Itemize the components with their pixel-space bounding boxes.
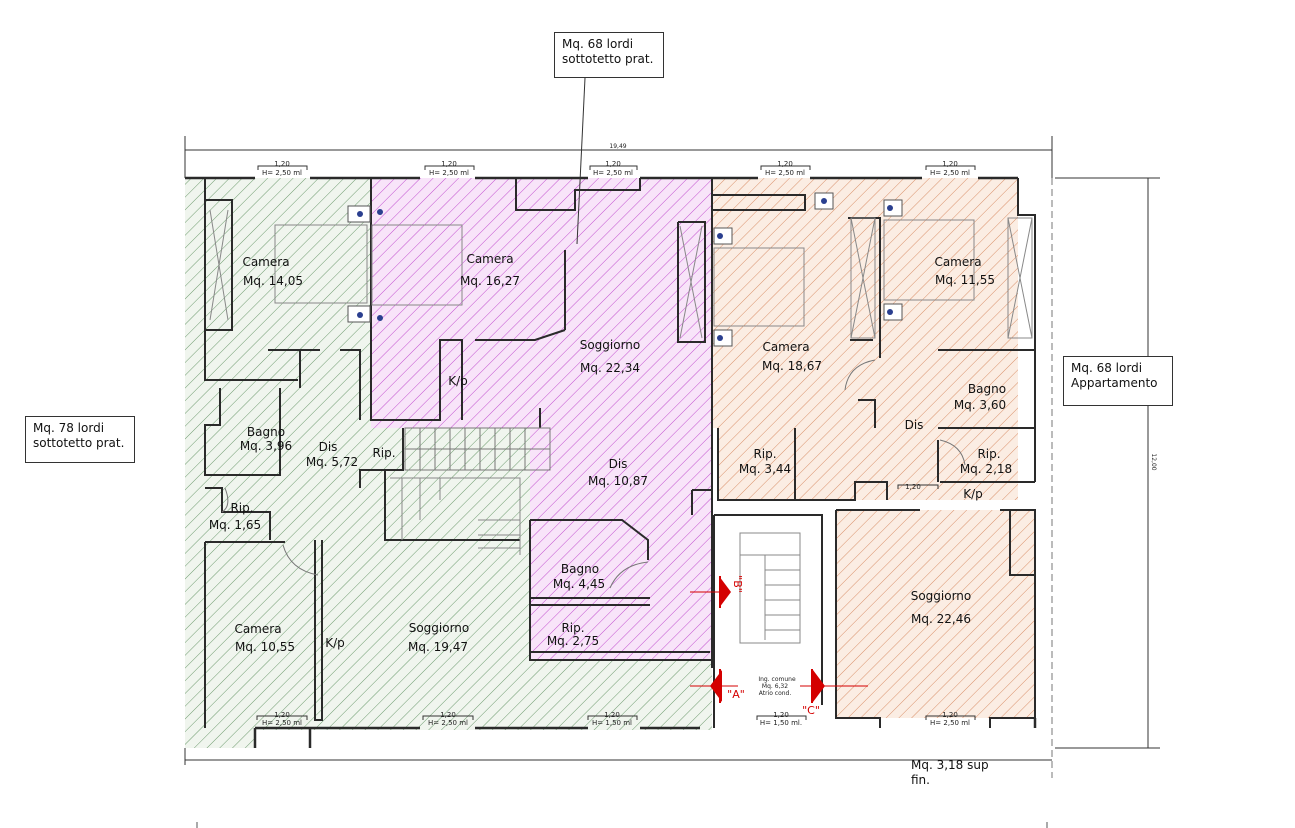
callout-top-line-2: sottotetto prat.	[562, 52, 654, 66]
dimension-overall-height: 12,00	[1055, 177, 1160, 749]
entrance-line-3: Atrio cond.	[759, 690, 792, 697]
room-area-4: Mq. 18,67	[762, 359, 822, 373]
leader-line	[576, 77, 586, 245]
note-bottom: Mq. 3,18 sup fin.	[911, 758, 989, 788]
room-name-15: Bagno	[561, 562, 599, 576]
common-entrance: Ing. comune Mq. 6,32 Atrio cond.	[758, 676, 796, 697]
furniture	[209, 209, 1033, 339]
room-name-1: Camera	[242, 255, 289, 269]
room-name-10: Bagno	[968, 382, 1006, 396]
room-name-16: Rip.	[561, 621, 584, 635]
room-area-13: Mq. 2,18	[960, 462, 1012, 476]
room-name-8: Rip.	[372, 446, 395, 460]
door-dimension: 1,20	[905, 483, 921, 491]
room-name-12: Rip.	[753, 447, 776, 461]
window-height-9: H= 1,50 ml.	[760, 719, 802, 727]
room-area-19: Mq. 22,46	[911, 612, 971, 626]
stairs-common	[739, 532, 801, 644]
zone-green	[185, 178, 712, 748]
callout-right-line-2: Appartamento	[1071, 376, 1158, 390]
section-a-label: "A"	[727, 688, 745, 701]
window-marks	[256, 165, 976, 720]
room-area-3: Mq. 22,34	[580, 361, 640, 375]
room-area-7: Mq. 5,72	[306, 455, 358, 469]
entrance-line-2: Mq. 6,32	[762, 683, 788, 690]
section-c-label: "C"	[802, 704, 820, 717]
kp-label-2: K/p	[963, 487, 983, 501]
kp-label-3: K/p	[325, 636, 345, 650]
room-name-17: Camera	[234, 622, 281, 636]
window-width-5: 1,20	[942, 160, 958, 168]
room-name-18: Soggiorno	[409, 621, 470, 635]
room-area-14: Mq. 1,65	[209, 518, 261, 532]
walls	[204, 178, 1036, 728]
callout-right: Mq. 68 lordi Appartamento	[1063, 356, 1173, 406]
room-name-2: Camera	[466, 252, 513, 266]
room-area-12: Mq. 3,44	[739, 462, 791, 476]
window-width-1: 1,20	[274, 160, 290, 168]
section-marks: "A" "B" "C"	[690, 575, 868, 717]
callout-left-line-1: Mq. 78 lordi	[33, 421, 105, 435]
window-width-2: 1,20	[441, 160, 457, 168]
room-area-6: Mq. 3,96	[240, 439, 292, 453]
room-name-9: Dis	[609, 457, 628, 471]
note-bottom-line-2: fin.	[911, 773, 930, 787]
perimeter	[185, 176, 1037, 748]
window-height-4: H= 2,50 ml	[765, 169, 805, 177]
room-name-11: Dis	[905, 418, 924, 432]
room-name-5: Camera	[934, 255, 981, 269]
room-name-3: Soggiorno	[580, 338, 641, 352]
room-labels: Camera Mq. 14,05 Camera Mq. 16,27 Soggio…	[209, 252, 1012, 654]
callout-left-line-2: sottotetto prat.	[33, 436, 125, 450]
callout-top: Mq. 68 lordi sottotetto prat.	[554, 32, 664, 78]
room-area-10: Mq. 3,60	[954, 398, 1006, 412]
window-width-8: 1,20	[604, 711, 620, 719]
window-height-6: H= 2,50 ml	[262, 719, 302, 727]
room-name-4: Camera	[762, 340, 809, 354]
callout-left: Mq. 78 lordi sottotetto prat.	[25, 416, 135, 463]
room-area-17: Mq. 10,55	[235, 640, 295, 654]
room-area-16: Mq. 2,75	[547, 634, 599, 648]
window-width-3: 1,20	[605, 160, 621, 168]
note-bottom-line-1: Mq. 3,18 sup	[911, 758, 989, 772]
room-area-1: Mq. 14,05	[243, 274, 303, 288]
overall-height-label: 12,00	[1150, 453, 1157, 470]
stairs-upper	[404, 427, 551, 471]
window-height-1: H= 2,50 ml	[262, 169, 302, 177]
room-area-18: Mq. 19,47	[408, 640, 468, 654]
section-b-label: "B"	[731, 575, 744, 593]
window-height-3: H= 2,50 ml	[593, 169, 633, 177]
room-name-13: Rip.	[977, 447, 1000, 461]
room-area-9: Mq. 10,87	[588, 474, 648, 488]
overall-width-label: 19,49	[609, 143, 626, 150]
kp-label-1: K/p	[448, 374, 468, 388]
window-height-2: H= 2,50 ml	[429, 169, 469, 177]
window-width-9: 1,20	[773, 711, 789, 719]
room-area-5: Mq. 11,55	[935, 273, 995, 287]
window-height-8: H= 1,50 ml	[592, 719, 632, 727]
room-name-7: Dis	[319, 440, 338, 454]
room-name-19: Soggiorno	[911, 589, 972, 603]
door-swings	[221, 359, 966, 589]
dimension-overall-width: 19,49	[184, 136, 1053, 178]
room-name-14: Rip.	[230, 501, 253, 515]
callout-top-line-1: Mq. 68 lordi	[562, 37, 634, 51]
window-width-6: 1,20	[274, 711, 290, 719]
room-name-6: Bagno	[247, 425, 285, 439]
window-width-7: 1,20	[440, 711, 456, 719]
room-area-15: Mq. 4,45	[553, 577, 605, 591]
window-height-7: H= 2,50 ml	[428, 719, 468, 727]
window-width-10: 1,20	[942, 711, 958, 719]
lamp-dots	[357, 198, 893, 341]
callout-right-line-1: Mq. 68 lordi	[1071, 361, 1143, 375]
window-height-5: H= 2,50 ml	[930, 169, 970, 177]
window-labels: 1,20 H= 2,50 ml 1,20 H= 2,50 ml 1,20 H= …	[262, 160, 970, 727]
window-height-10: H= 2,50 ml	[930, 719, 970, 727]
zone-magenta	[371, 178, 712, 660]
room-area-2: Mq. 16,27	[460, 274, 520, 288]
stairs-lower	[390, 477, 521, 555]
window-width-4: 1,20	[777, 160, 793, 168]
entrance-line-1: Ing. comune	[758, 676, 796, 683]
